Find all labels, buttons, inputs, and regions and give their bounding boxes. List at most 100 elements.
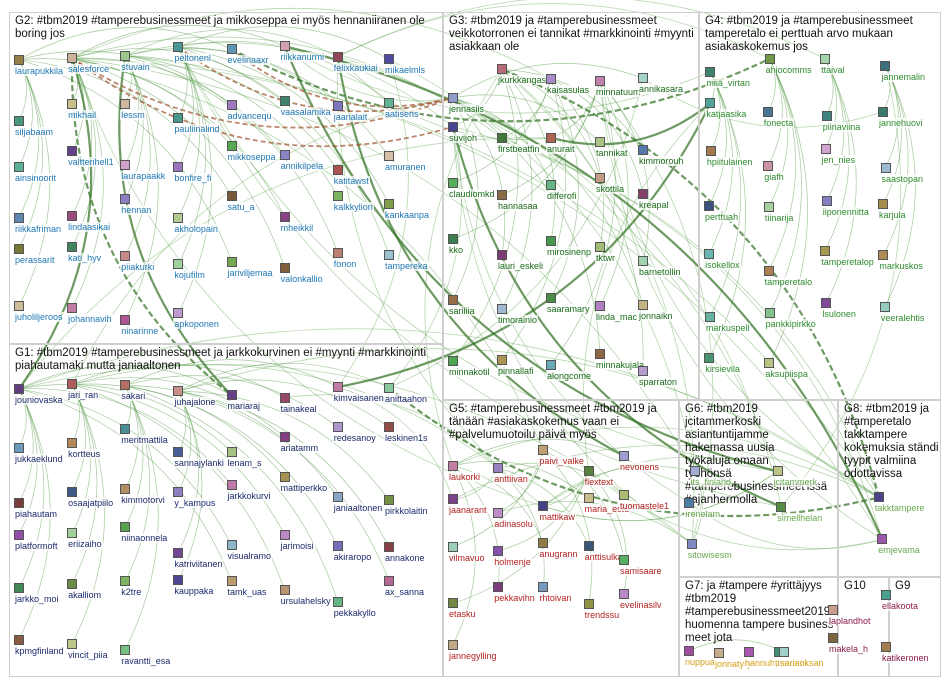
- node-nuppua[interactable]: nuppua: [684, 646, 717, 668]
- node-mikhail[interactable]: mikhail: [67, 98, 98, 120]
- node-mikaelmls[interactable]: mikaelmls: [384, 54, 427, 76]
- node-alongcome[interactable]: alongcome: [546, 360, 593, 382]
- node-siljabaam[interactable]: siljabaam: [14, 115, 55, 137]
- node-stuvain[interactable]: stuvain: [120, 50, 151, 72]
- node-jarkkokurvi[interactable]: jarkkokurvi: [226, 479, 272, 501]
- node-jaanalait[interactable]: jaanalait: [332, 100, 369, 122]
- node-k2tre[interactable]: k2tre: [120, 576, 143, 598]
- node-ninarinne[interactable]: ninarinne: [120, 315, 160, 337]
- node-jannemalin[interactable]: jannemalin: [880, 60, 926, 82]
- node-piahautam[interactable]: piahautam: [14, 497, 59, 519]
- node-jannehuovi[interactable]: jannehuovi: [878, 106, 924, 128]
- node-ahjocomms[interactable]: ahjocomms: [764, 53, 813, 75]
- node-katikeronen[interactable]: katikeronen: [881, 642, 930, 664]
- node-anugrann[interactable]: anugrann: [538, 537, 579, 559]
- node-jannegylling[interactable]: jannegylling: [448, 639, 498, 661]
- node-mariaraj[interactable]: mariaraj: [226, 390, 262, 412]
- node-aatisens[interactable]: aatisens: [384, 98, 420, 120]
- node-tannikat[interactable]: tannikat: [595, 137, 629, 159]
- node-mikkoseppa[interactable]: mikkoseppa: [226, 140, 277, 162]
- node-mirosinenp[interactable]: mirosinenp: [546, 235, 593, 257]
- node-irenelam[interactable]: irenelam: [684, 497, 721, 519]
- node-mattikaw[interactable]: mattikaw: [538, 501, 576, 523]
- node-differofi[interactable]: differofi: [546, 179, 578, 201]
- node-suvijoh[interactable]: suvijoh: [448, 121, 479, 143]
- node-flextext[interactable]: flextext: [583, 465, 615, 487]
- node-jarkko-moi[interactable]: jarkko_moi: [14, 583, 60, 605]
- node-ttaival[interactable]: ttaival: [820, 53, 846, 75]
- node-salesforce[interactable]: salesforce: [67, 53, 111, 75]
- node-trendssu[interactable]: trendssu: [583, 599, 621, 621]
- node-maria-estu[interactable]: maria_estu: [583, 493, 631, 515]
- node-katriviitanen[interactable]: katriviitanen: [173, 547, 224, 569]
- node-lindaasikai[interactable]: lindaasikai: [67, 210, 112, 232]
- node-firstbeatfin[interactable]: firstbeatfin: [497, 133, 541, 155]
- node-tamperetalo[interactable]: tamperetalo: [763, 265, 814, 287]
- node-hannasaa[interactable]: hannasaa: [497, 189, 539, 211]
- node-laurapaakk[interactable]: laurapaakk: [120, 159, 167, 181]
- node-tamperetalop[interactable]: tamperetalop: [820, 245, 875, 267]
- node-timorainio[interactable]: timorainio: [497, 304, 539, 326]
- node-pekkavihn[interactable]: pekkavihn: [493, 581, 536, 603]
- node-kpmgfinland[interactable]: kpmgfinland: [14, 634, 65, 656]
- node-hennan[interactable]: hennan: [120, 194, 153, 215]
- node-piinaviina[interactable]: piinaviina: [821, 110, 862, 132]
- node-vincit-piia[interactable]: vincit_piia: [67, 639, 109, 661]
- node-pauliinalind[interactable]: pauliinalind: [173, 112, 221, 134]
- node-jari-ran[interactable]: jari_ran: [67, 379, 100, 401]
- node-laukorki[interactable]: laukorki: [448, 460, 482, 482]
- node-minnakotil[interactable]: minnakotil: [448, 355, 491, 377]
- node-rhtoivan[interactable]: rhtoivan: [538, 582, 573, 604]
- node-giafh[interactable]: giafh: [763, 160, 785, 182]
- node-holmenje[interactable]: holmenje: [493, 545, 532, 567]
- node-paivi-valke[interactable]: paivi_valke: [538, 445, 585, 467]
- node-jcitammerk[interactable]: jcitammerk: [772, 466, 819, 488]
- node-isokellox[interactable]: isokellox: [704, 248, 741, 270]
- node-ravantti-esa[interactable]: ravantti_esa: [120, 644, 172, 666]
- node-markuskos[interactable]: markuskos: [878, 250, 924, 272]
- node-tamk-uas[interactable]: tamk_uas: [226, 576, 268, 598]
- node-apkoponen[interactable]: apkoponen: [173, 308, 220, 330]
- node-valonkallio[interactable]: valonkallio: [279, 262, 324, 284]
- node-barnetollin[interactable]: barnetollin: [638, 256, 682, 278]
- node-kirsievila[interactable]: kirsievila: [704, 353, 741, 375]
- node-sariliia[interactable]: sariliia: [448, 294, 476, 316]
- node-hpiitulainen[interactable]: hpiitulainen: [705, 146, 754, 168]
- node-annikasara[interactable]: annikasara: [638, 73, 685, 95]
- node-akholopain[interactable]: akholopain: [173, 212, 219, 234]
- node-samisaare[interactable]: samisaare: [619, 554, 663, 576]
- node-kortteus[interactable]: kortteus: [67, 438, 102, 460]
- node-jarimoisi[interactable]: jarimoisi: [279, 529, 315, 551]
- node-kauppaka[interactable]: kauppaka: [173, 574, 215, 596]
- node-sakari[interactable]: sakari: [120, 380, 147, 402]
- node-kankaanpa[interactable]: kankaanpa: [384, 199, 431, 221]
- node-sitowisesm[interactable]: sitowisesm: [686, 538, 733, 560]
- node-laurapukkila[interactable]: laurapukkila: [14, 54, 65, 76]
- node-visualramo[interactable]: visualramo: [226, 540, 273, 562]
- node-jariviljemaa[interactable]: jariviljemaa: [226, 256, 274, 278]
- node-simellhelan[interactable]: simellhelan: [776, 501, 824, 523]
- node-ainsinoorit[interactable]: ainsinoorit: [14, 161, 58, 183]
- node-karjula[interactable]: karjula: [878, 199, 907, 221]
- node-markuspell[interactable]: markuspell: [704, 312, 751, 334]
- node-kko[interactable]: kko: [448, 233, 465, 255]
- node-veeralehtis[interactable]: veeralehtis: [879, 302, 926, 324]
- node-johannavih[interactable]: johannavih: [67, 302, 113, 324]
- node-pirkkolaitin[interactable]: pirkkolaitin: [384, 495, 429, 517]
- node-katjaasika[interactable]: katjaasika: [705, 98, 748, 120]
- node-anurait[interactable]: anurait: [546, 132, 576, 154]
- node-makela-h[interactable]: makela_h: [828, 632, 870, 654]
- node-platformoft[interactable]: platformoft: [14, 529, 59, 551]
- node-juholiljeroos[interactable]: juholiljeroos: [14, 300, 64, 322]
- node-kaisasulas[interactable]: kaisasulas: [546, 74, 591, 96]
- node-leskinen1s[interactable]: leskinen1s: [384, 422, 429, 444]
- node-akalliom[interactable]: akalliom: [67, 578, 103, 600]
- node-pinnallafi[interactable]: pinnallafi: [497, 354, 535, 376]
- node-lessm[interactable]: lessm: [120, 99, 146, 121]
- node-ax-sanna[interactable]: ax_sanna: [384, 575, 426, 597]
- node-kreapal[interactable]: kreapal: [638, 189, 670, 211]
- node-skottila[interactable]: skottila: [595, 172, 626, 194]
- node-katitawst[interactable]: katitawst: [332, 164, 370, 186]
- node-felixkaukiai[interactable]: felixkaukiai: [332, 51, 379, 73]
- node-amuranen[interactable]: amuranen: [384, 151, 427, 173]
